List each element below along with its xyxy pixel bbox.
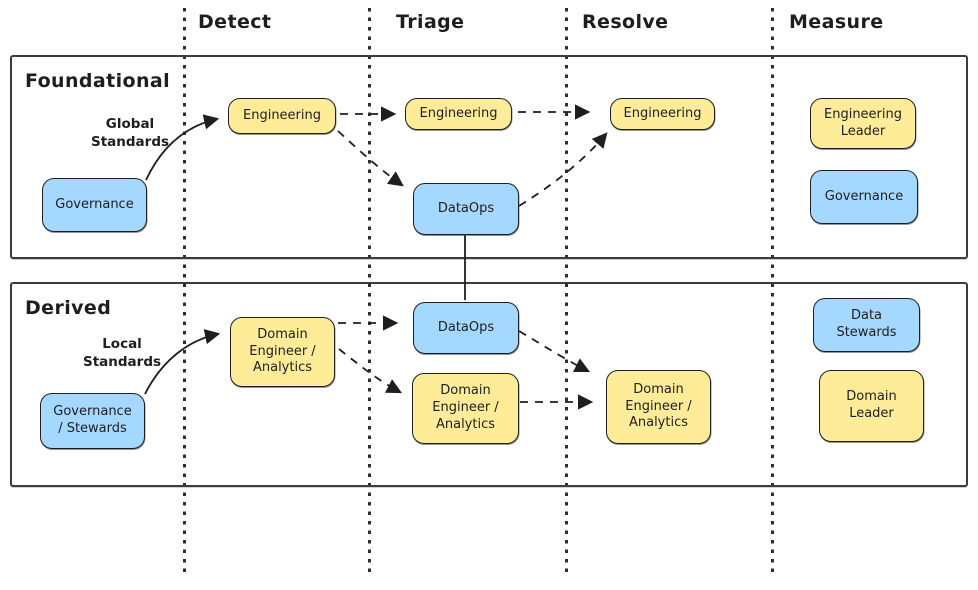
node-dataops-foundational: DataOps — [413, 183, 519, 235]
node-engineering-triage: Engineering — [405, 98, 512, 130]
node-governance-measure: Governance — [810, 170, 918, 224]
column-divider-resolve — [565, 8, 568, 578]
column-divider-measure — [771, 8, 774, 578]
node-dataops-derived: DataOps — [413, 302, 519, 354]
node-engineering-leader: Engineering Leader — [810, 98, 916, 149]
node-engineering-detect: Engineering — [228, 98, 336, 134]
lane-derived: Derived — [10, 282, 968, 487]
column-divider-triage — [368, 8, 371, 578]
column-header-measure: Measure — [789, 11, 884, 33]
edge-label-local-standards: Local Standards — [82, 336, 162, 370]
column-divider-detect — [183, 8, 186, 578]
node-data-stewards: Data Stewards — [813, 298, 920, 352]
node-governance-foundational: Governance — [42, 178, 147, 232]
node-domain-engineer-triage: Domain Engineer / Analytics — [412, 373, 519, 444]
edge-label-global-standards: Global Standards — [90, 116, 170, 150]
column-header-resolve: Resolve — [582, 11, 669, 33]
lane-title-derived: Derived — [25, 297, 112, 319]
node-domain-engineer-detect: Domain Engineer / Analytics — [230, 317, 335, 387]
column-header-triage: Triage — [396, 11, 465, 33]
lane-title-foundational: Foundational — [25, 70, 171, 92]
column-header-detect: Detect — [198, 11, 272, 33]
node-governance-stewards: Governance / Stewards — [40, 393, 145, 449]
node-domain-engineer-resolve: Domain Engineer / Analytics — [606, 370, 711, 444]
lane-foundational: Foundational — [10, 55, 968, 259]
node-engineering-resolve: Engineering — [610, 98, 715, 130]
node-domain-leader: Domain Leader — [819, 370, 924, 442]
